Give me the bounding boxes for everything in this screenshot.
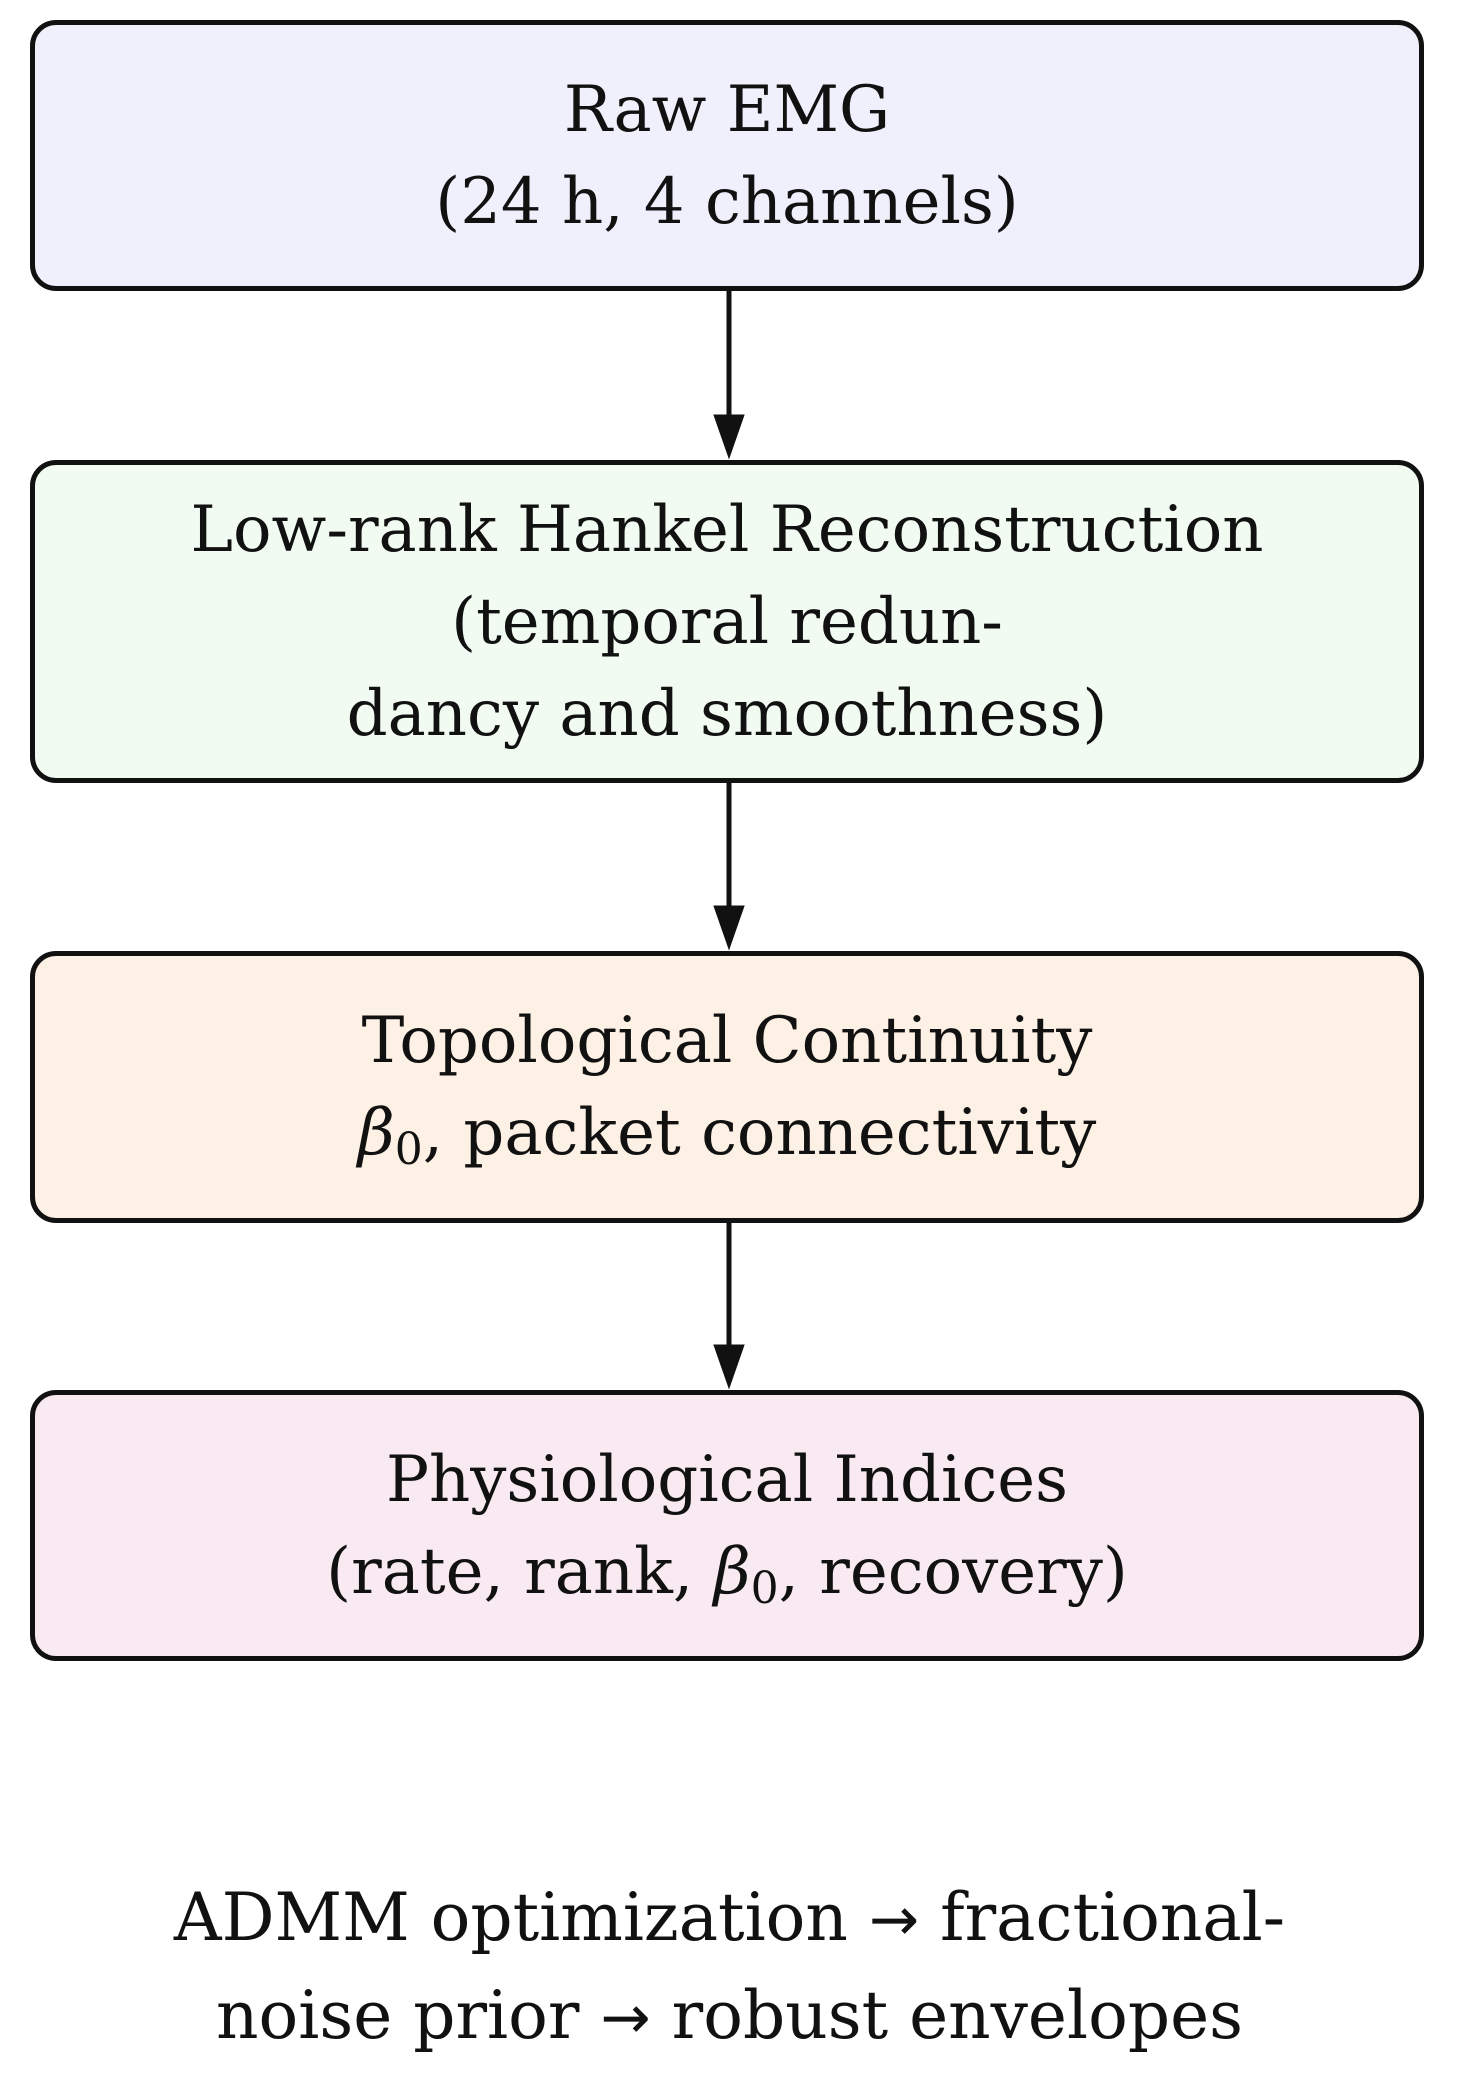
footnote-line1: ADMM optimization → fractional- <box>173 1879 1286 1956</box>
physiological-indices-box: Physiological Indices (rate, rank, β0, r… <box>30 1390 1424 1661</box>
beta-symbol: β0 <box>713 1534 779 1614</box>
topological-continuity-box: Topological Continuity β0, packet connec… <box>30 951 1424 1223</box>
hankel-reconstruction-box: Low-rank Hankel Reconstruction (temporal… <box>30 460 1424 783</box>
hankel-subtitle-line1: (temporal redun- <box>451 584 1003 659</box>
topology-subtitle: β0, packet connectivity <box>358 1087 1097 1179</box>
arrowhead-raw-to-hankel <box>713 414 745 460</box>
topology-title: Topological Continuity <box>361 1004 1093 1078</box>
right-arrow-icon: → <box>868 1885 920 1955</box>
right-arrow-icon: → <box>600 1983 651 2053</box>
raw-emg-subtitle: (24 h, 4 channels) <box>435 164 1019 239</box>
hankel-title: Low-rank Hankel Reconstruction <box>190 492 1264 567</box>
arrowhead-hankel-to-topology <box>713 905 745 951</box>
arrowhead-topology-to-physiology <box>713 1344 745 1390</box>
hankel-subtitle-line2: dancy and smoothness) <box>346 676 1108 751</box>
physiology-title: Physiological Indices <box>385 1442 1069 1517</box>
beta-symbol: β0 <box>357 1096 423 1175</box>
raw-emg-box: Raw EMG (24 h, 4 channels) <box>30 20 1424 291</box>
pipeline-footnote: ADMM optimization → fractional- noise pr… <box>0 1870 1459 2066</box>
physiology-subtitle: (rate, rank, β0, recovery) <box>326 1534 1128 1614</box>
footnote-line2: noise prior → robust envelopes <box>215 1977 1244 2054</box>
raw-emg-title: Raw EMG <box>563 72 891 147</box>
topology-subtitle-text: , packet connectivity <box>422 1096 1097 1170</box>
